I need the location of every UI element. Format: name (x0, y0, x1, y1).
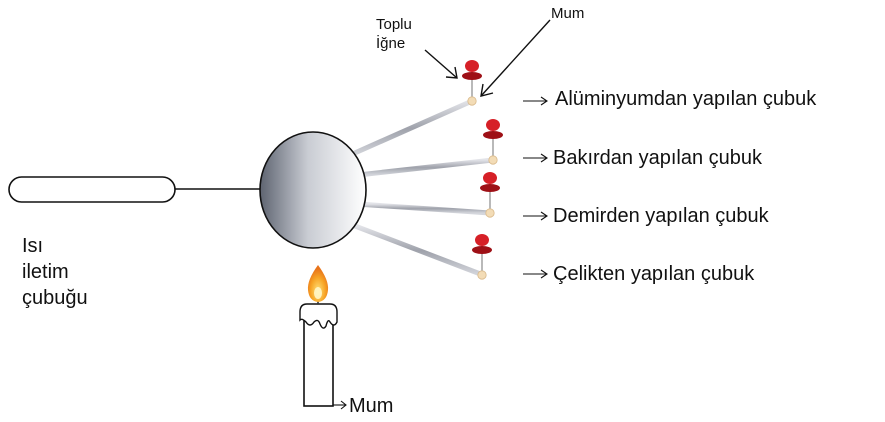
copper-rod (355, 157, 496, 178)
rod-label-copper: Bakırdan yapılan çubuk (553, 147, 763, 169)
candle-arrow (333, 400, 347, 410)
rod-label-aluminium: Alüminyumdan yapılan çubuk (555, 88, 817, 110)
pin-label-line-1: Toplu (376, 16, 412, 33)
wax-bead-iron (485, 208, 495, 218)
heat-rod-label: Isı iletim çubuğu (22, 236, 88, 308)
heat-rod-label-line-3: çubuğu (22, 287, 88, 309)
wax-bead-steel (477, 270, 487, 280)
wax-bead-aluminium (467, 96, 477, 106)
pin-iron (480, 172, 500, 218)
pin-steel (472, 234, 492, 280)
aluminium-rod (345, 98, 475, 159)
pin-label-line-2: İğne (376, 35, 406, 52)
metal-sphere (259, 131, 367, 249)
pin-pointer-arrow (424, 49, 458, 79)
wax-bead-copper (488, 155, 498, 165)
steel-rod (352, 223, 486, 278)
pin-label: Toplu İğne (376, 17, 412, 51)
pin-aluminium (462, 60, 482, 106)
rod-label-iron: Demirden yapılan çubuk (553, 205, 769, 227)
heat-rod-tube (8, 176, 176, 203)
heat-rod-label-line-1: Isı (22, 235, 44, 257)
heat-rod-label-line-2: iletim (22, 261, 69, 283)
rod-label-steel: Çelikten yapılan çubuk (553, 263, 755, 285)
wax-label: Mum (551, 5, 585, 22)
label-arrows (523, 96, 548, 279)
candle (299, 265, 338, 407)
candle-drips (299, 303, 338, 329)
candle-label: Mum (349, 395, 394, 417)
pin-copper (483, 119, 503, 165)
candle-body (303, 319, 334, 407)
flame-icon (307, 265, 329, 302)
wax-pointer-arrow (480, 19, 551, 97)
iron-rod (354, 201, 493, 216)
